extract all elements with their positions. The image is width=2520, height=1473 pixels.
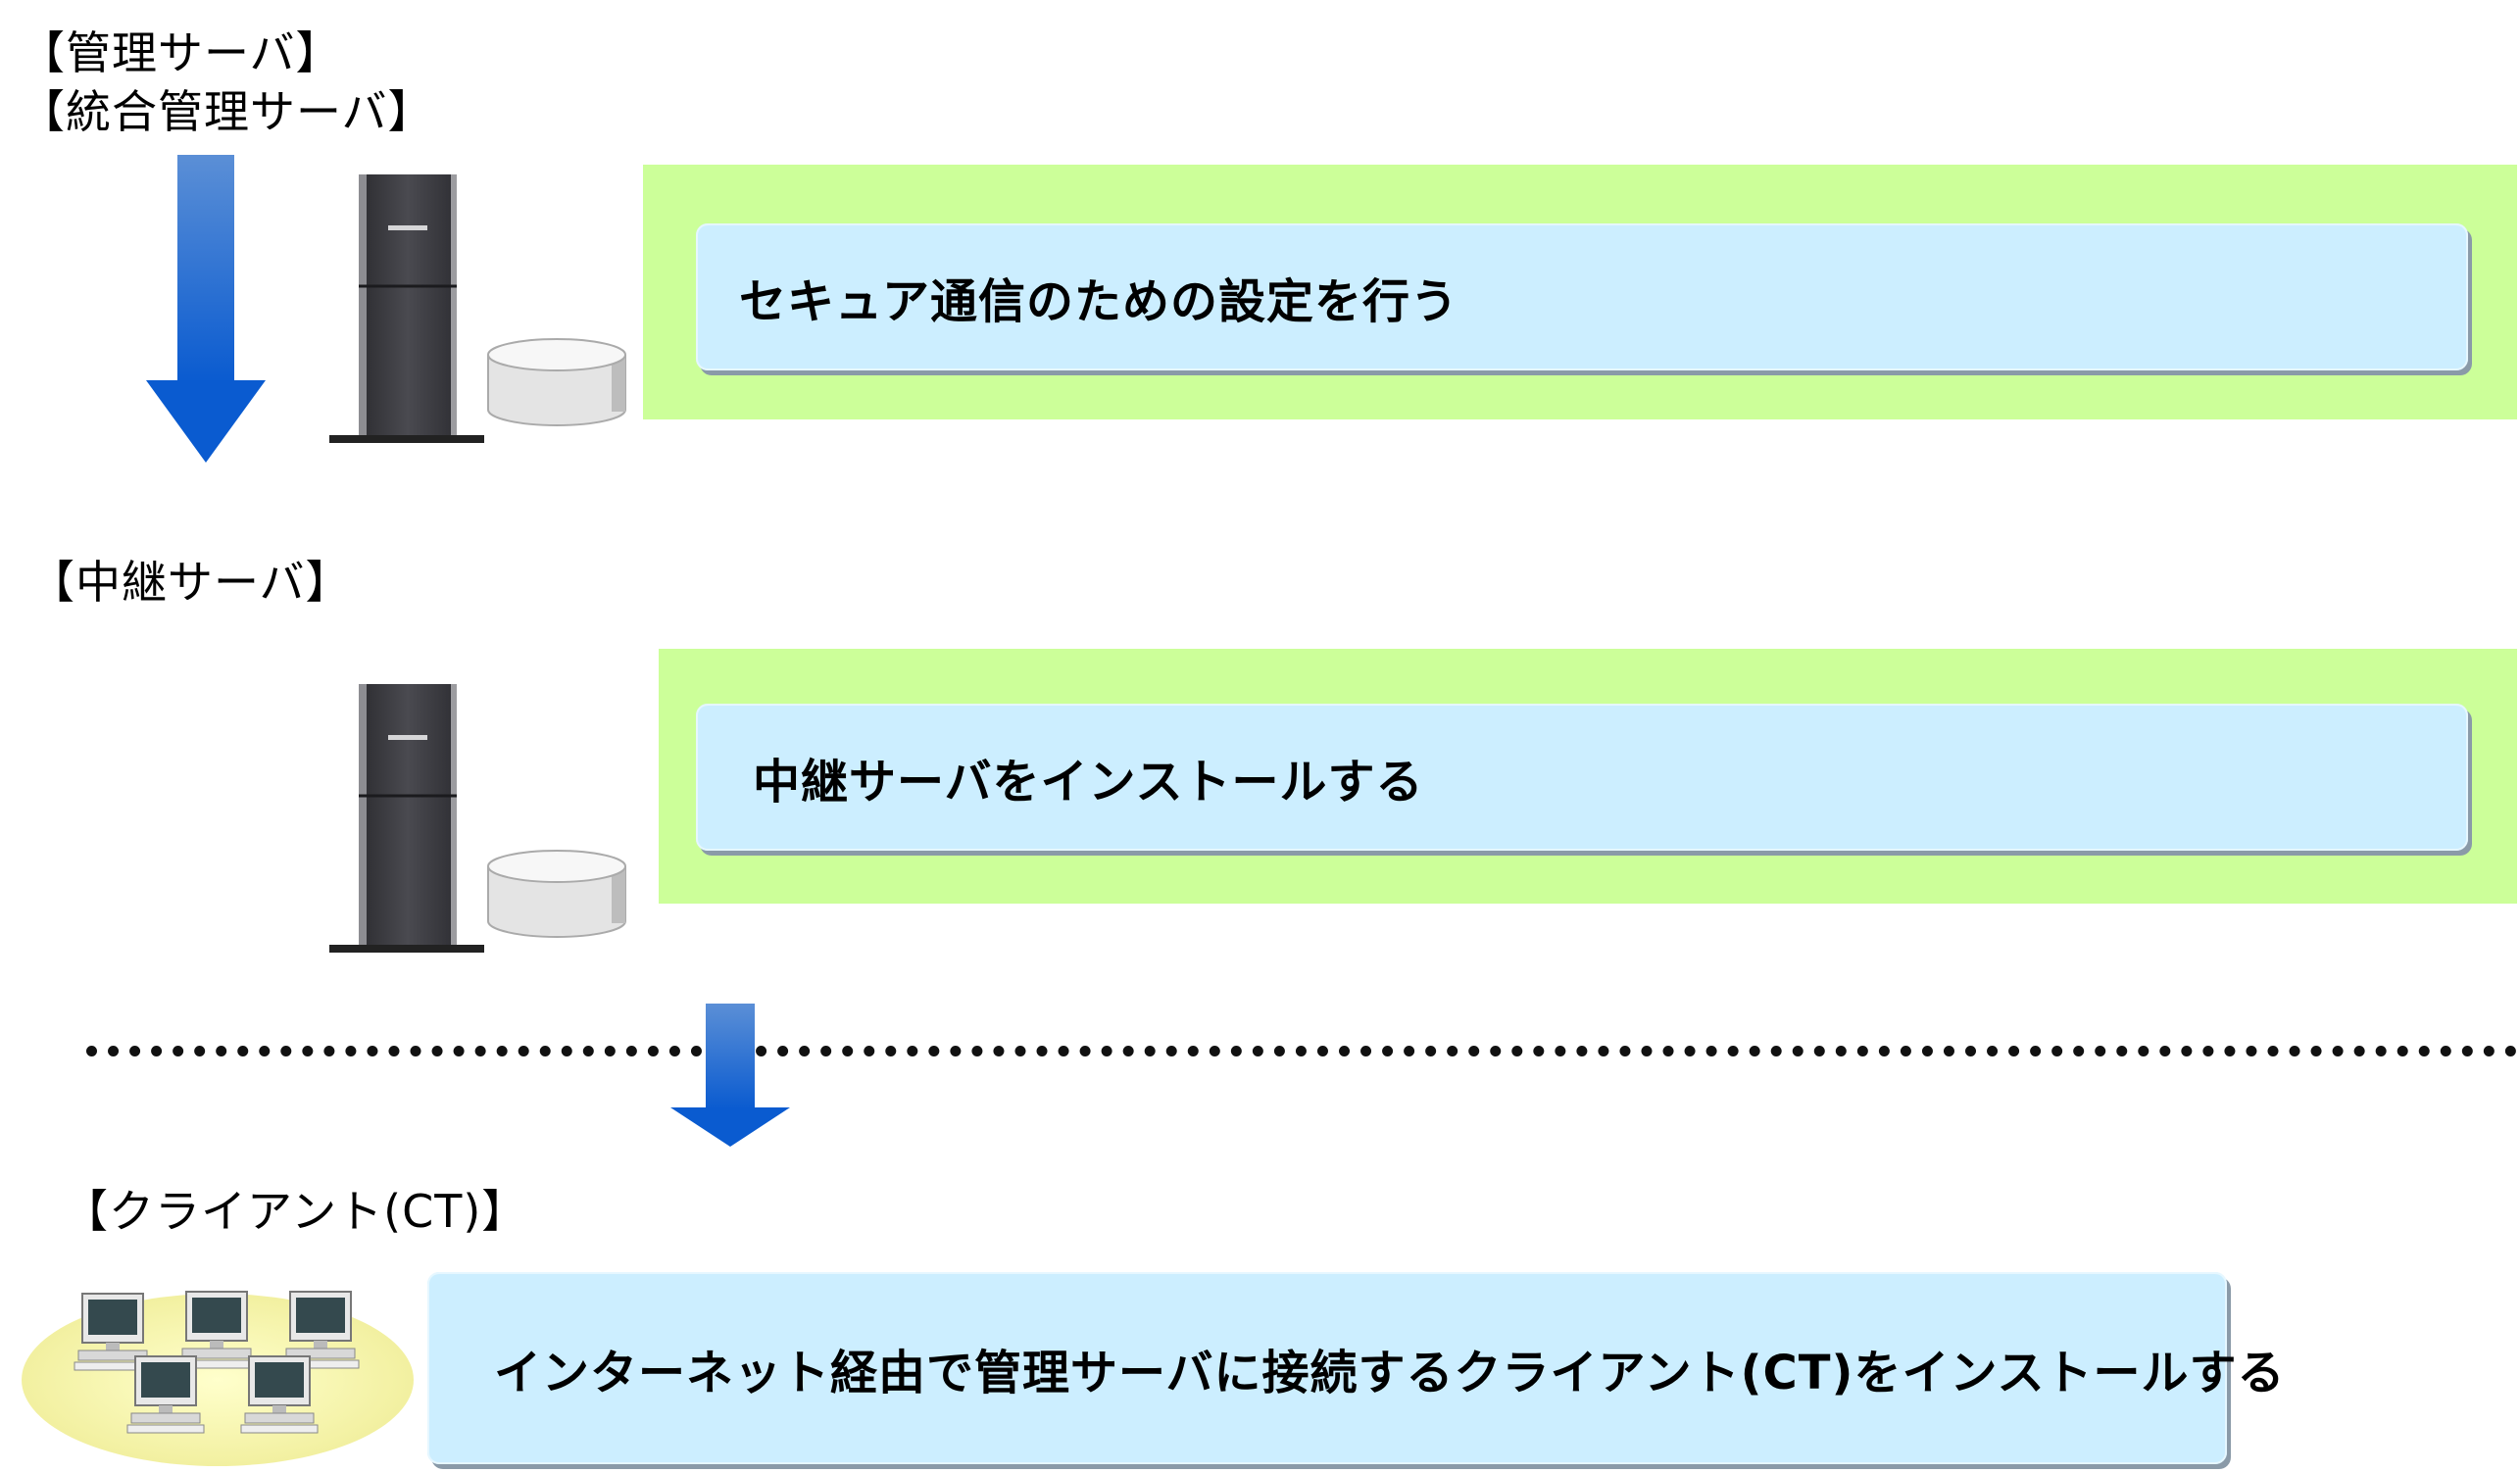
arrow-down-icon	[670, 1004, 790, 1147]
step-box-install-relay[interactable]: 中継サーバをインストールする	[696, 704, 2468, 851]
step-text-install-client: インターネット経由で管理サーバに接続するクライアント(CT)をインストールする	[494, 1346, 2286, 1400]
network-boundary-divider	[86, 1046, 2517, 1056]
label-client-ct: 【クライアント(CT)】	[63, 1185, 528, 1238]
server-tower-icon	[329, 174, 484, 443]
step-text-install-relay: 中継サーバをインストールする	[753, 755, 1424, 810]
step-box-secure-communication[interactable]: セキュア通信のための設定を行う	[696, 223, 2468, 370]
label-relay-server: 【中継サーバ】	[29, 556, 352, 609]
disk-storage-icon	[487, 338, 626, 426]
label-management-server: 【管理サーバ】	[20, 26, 342, 79]
label-integrated-management-server: 【統合管理サーバ】	[20, 85, 434, 138]
client-pcs-icon	[22, 1291, 414, 1466]
arrow-down-icon	[146, 155, 266, 463]
server-tower-icon	[329, 684, 484, 953]
disk-storage-icon	[487, 850, 626, 938]
step-text-secure-communication: セキュア通信のための設定を行う	[739, 274, 1459, 329]
step-box-install-client[interactable]: インターネット経由で管理サーバに接続するクライアント(CT)をインストールする	[427, 1272, 2285, 1464]
